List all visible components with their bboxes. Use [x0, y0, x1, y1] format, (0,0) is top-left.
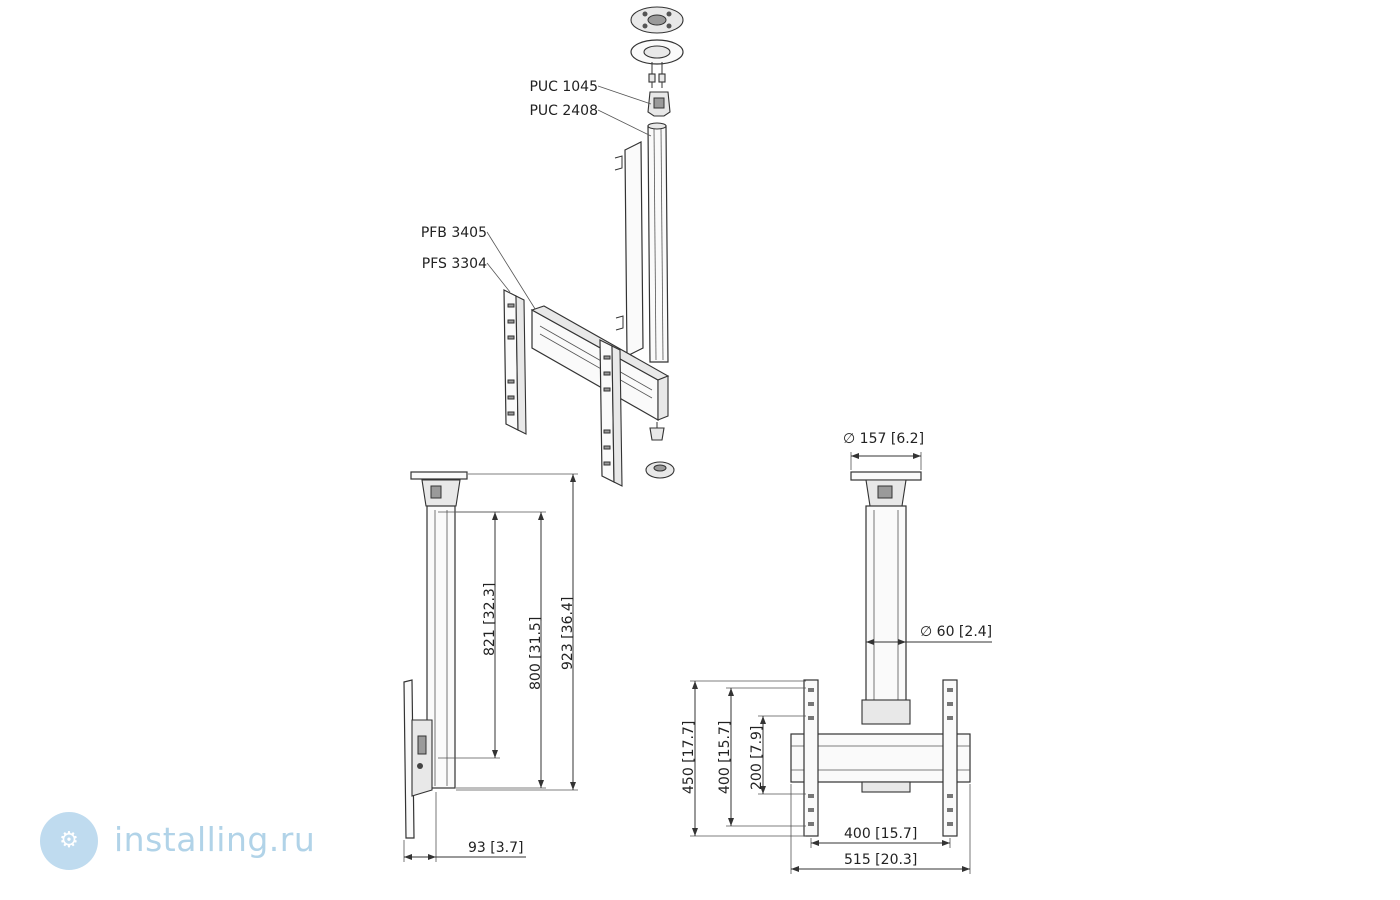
tool-icon: ⚙ — [59, 828, 79, 853]
dim-450: 450 [17.7] — [681, 721, 697, 794]
front-view: ∅ 157 [6.2] ∅ 60 [2.4] 450 [17.7] 400 [1… — [681, 431, 992, 874]
watermark-text: installing.ru — [114, 820, 316, 859]
label-puc1045: PUC 1045 — [529, 79, 598, 95]
label-pfb3405: PFB 3405 — [421, 225, 487, 241]
side-view: 821 [32.3] 800 [31.5] 923 [36.4] 93 [3.7… — [403, 471, 578, 862]
dim-800: 800 [31.5] — [528, 617, 544, 690]
dim-515: 515 [20.3] — [844, 852, 917, 868]
side-pole — [426, 505, 456, 789]
front-pole — [865, 505, 907, 723]
label-pfs3304: PFS 3304 — [422, 256, 487, 272]
front-strip-right — [942, 679, 958, 837]
front-crossbar — [790, 733, 971, 783]
exploded-view: PUC 1045 PUC 2408 PFB 3405 PFS 3304 — [421, 6, 684, 487]
watermark-logo: ⚙ — [40, 812, 98, 870]
dim-400-horizontal: 400 [15.7] — [844, 826, 917, 842]
watermark: ⚙ installing.ru — [22, 806, 318, 878]
front-ceiling-plate — [850, 471, 922, 481]
dim-400-vertical: 400 [15.7] — [717, 721, 733, 794]
cable-cover — [624, 141, 644, 357]
front-strip-left — [803, 679, 819, 837]
puc2408-pole — [647, 125, 669, 363]
dim-923: 923 [36.4] — [560, 597, 576, 670]
label-puc2408: PUC 2408 — [529, 103, 598, 119]
dim-93: 93 [3.7] — [468, 840, 523, 856]
dim-200: 200 [7.9] — [749, 726, 765, 790]
side-ceiling-plate — [410, 471, 468, 480]
dim-diam60: ∅ 60 [2.4] — [920, 624, 992, 640]
dim-821: 821 [32.3] — [482, 583, 498, 656]
dim-diam157: ∅ 157 [6.2] — [843, 431, 924, 447]
